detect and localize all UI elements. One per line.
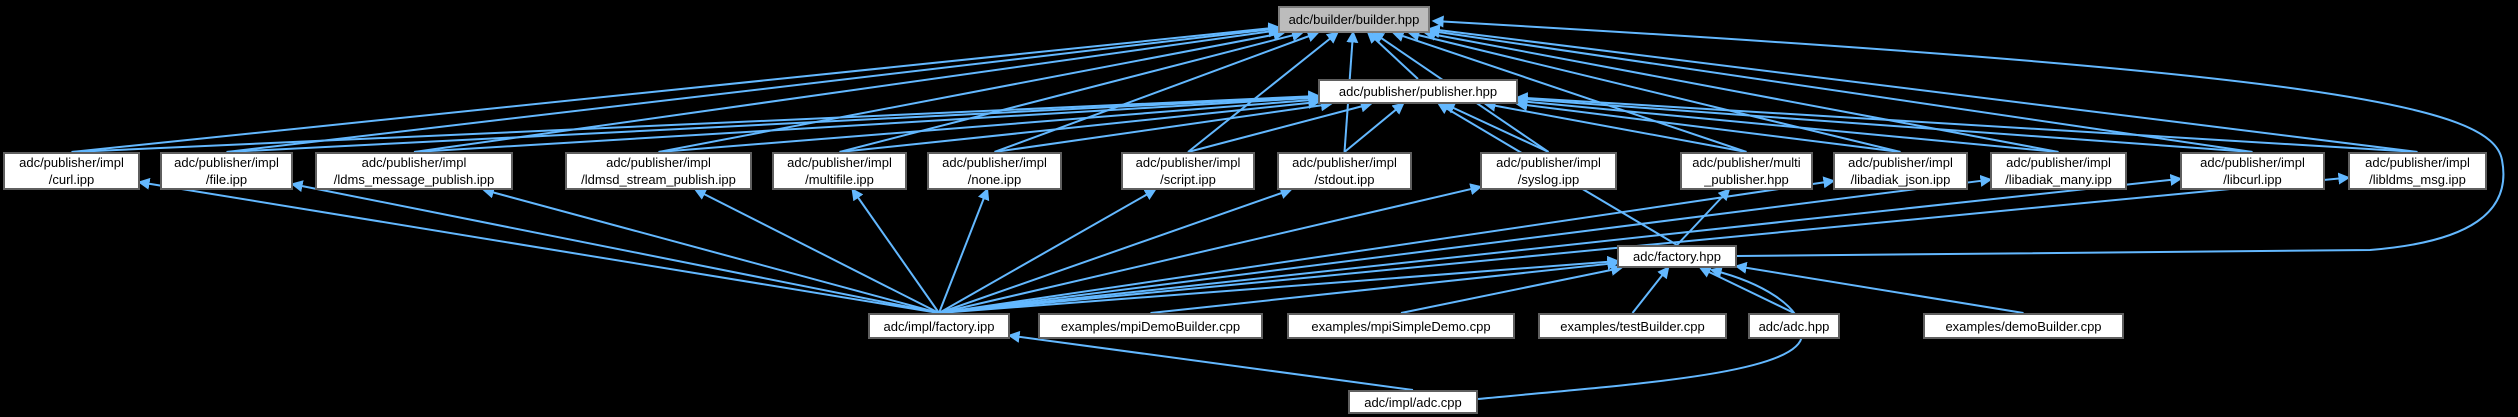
graph-edge-factory_ipp-ldms_message	[481, 186, 940, 314]
graph-node-builder[interactable]: adc/builder/builder.hpp	[1278, 6, 1430, 33]
graph-edge-testBuilder-factory_hpp	[1631, 266, 1670, 314]
graph-node-multifile[interactable]: adc/publisher/impl /multifile.ipp	[772, 152, 907, 190]
graph-node-factory_hpp[interactable]: adc/factory.hpp	[1617, 245, 1737, 268]
graph-node-multi_publisher[interactable]: adc/publisher/multi _publisher.hpp	[1680, 152, 1813, 190]
graph-edge-factory_ipp-libcurl	[938, 173, 2183, 314]
graph-edge-libadiak_many-publisher	[1515, 95, 2059, 153]
graph-node-curl[interactable]: adc/publisher/impl /curl.ipp	[3, 152, 140, 190]
graph-edge-ldms_message-builder	[413, 25, 1281, 153]
graph-edge-mpiDemoBuilder-factory_hpp	[1150, 257, 1620, 314]
graph-edge-factory_hpp-multi_publisher	[1676, 188, 1731, 246]
graph-node-libcurl[interactable]: adc/publisher/impl /libcurl.ipp	[2180, 152, 2325, 190]
graph-node-demoBuilder[interactable]: examples/demoBuilder.cpp	[1923, 313, 2124, 339]
graph-edge-factory_ipp-ldmsd_stream	[693, 188, 940, 314]
graph-edge-none-publisher	[994, 99, 1333, 153]
graph-edge-factory_ipp-multifile	[851, 188, 940, 314]
graph-edge-factory_ipp-stdout	[938, 187, 1293, 314]
graph-edge-factory_ipp-curl	[137, 177, 940, 314]
graph-edge-none-builder	[994, 30, 1320, 153]
graph-edge-libadiak_json-publisher	[1515, 99, 1901, 153]
graph-edge-file-builder	[226, 23, 1281, 153]
graph-edge-script-publisher	[1187, 100, 1373, 153]
graph-edge-ldms_message-publisher	[413, 92, 1321, 153]
graph-edge-publisher-builder	[1366, 31, 1419, 80]
graph-node-testBuilder[interactable]: examples/testBuilder.cpp	[1538, 313, 1727, 339]
graph-edge-factory_ipp-none	[938, 187, 990, 314]
graph-node-file[interactable]: adc/publisher/impl /file.ipp	[160, 152, 293, 190]
graph-edge-factory_hpp-builder	[1431, 15, 2505, 257]
graph-edge-libcurl-builder	[1427, 26, 2253, 153]
graph-node-mpiDemoBuilder[interactable]: examples/mpiDemoBuilder.cpp	[1038, 313, 1263, 339]
graph-edge-factory_ipp-libadiak_json	[938, 176, 1836, 314]
graph-edge-adc_cpp-factory_hpp	[1477, 266, 1804, 400]
graph-edge-mpiSimpleDemo-factory_hpp	[1400, 264, 1624, 314]
graph-edge-libcurl-publisher	[1515, 93, 2253, 153]
graph-node-libldms_msg[interactable]: adc/publisher/impl /libldms_msg.ipp	[2348, 152, 2487, 190]
graph-edge-multi_publisher-publisher	[1483, 99, 1747, 153]
graph-edge-factory_ipp-factory_hpp	[938, 255, 1620, 314]
graph-edge-libadiak_json-builder	[1407, 29, 1901, 153]
graph-node-factory_ipp[interactable]: adc/impl/factory.ipp	[868, 313, 1010, 339]
graph-edge-script-builder	[1187, 31, 1339, 153]
graph-edge-ldmsd_stream-builder	[658, 28, 1286, 153]
graph-node-publisher[interactable]: adc/publisher/publisher.hpp	[1318, 79, 1518, 104]
graph-edge-factory_ipp-syslog	[938, 183, 1483, 314]
graph-edge-factory_ipp-file	[290, 180, 940, 314]
graph-edge-multi_publisher-builder	[1391, 30, 1747, 153]
graph-node-stdout[interactable]: adc/publisher/impl /stdout.ipp	[1277, 152, 1412, 190]
graph-edge-adc_hpp-factory_hpp	[1698, 266, 1795, 314]
graph-node-libadiak_json[interactable]: adc/publisher/impl /libadiak_json.ipp	[1833, 152, 1968, 190]
graph-node-syslog[interactable]: adc/publisher/impl /syslog.ipp	[1480, 152, 1617, 190]
graph-edge-multifile-publisher	[839, 96, 1321, 153]
graph-edge-libadiak_many-builder	[1423, 28, 2059, 153]
graph-node-adc_hpp[interactable]: adc/adc.hpp	[1748, 313, 1840, 339]
graph-node-mpiSimpleDemo[interactable]: examples/mpiSimpleDemo.cpp	[1287, 313, 1515, 339]
graph-node-adc_cpp[interactable]: adc/impl/adc.cpp	[1348, 390, 1478, 414]
graph-edge-curl-builder	[71, 22, 1281, 153]
graph-node-none[interactable]: adc/publisher/impl /none.ipp	[927, 152, 1062, 190]
graph-edge-ldmsd_stream-publisher	[658, 94, 1321, 153]
graph-edge-stdout-publisher	[1343, 102, 1405, 153]
graph-node-libadiak_many[interactable]: adc/publisher/impl /libadiak_many.ipp	[1990, 152, 2127, 190]
graph-node-script[interactable]: adc/publisher/impl /script.ipp	[1121, 152, 1255, 190]
graph-node-ldmsd_stream[interactable]: adc/publisher/impl /ldmsd_stream_publish…	[565, 152, 752, 190]
graph-edge-libldms_msg-builder	[1427, 24, 2418, 153]
graph-node-ldms_message[interactable]: adc/publisher/impl /ldms_message_publish…	[315, 152, 513, 190]
graph-edge-factory_ipp-libadiak_many	[938, 174, 1993, 314]
graph-edge-factory_ipp-script	[938, 188, 1157, 314]
graph-edge-curl-publisher	[71, 90, 1321, 153]
graph-edge-syslog-publisher	[1442, 102, 1549, 153]
graph-edge-file-publisher	[226, 91, 1321, 153]
graph-edge-libldms_msg-publisher	[1515, 92, 2418, 153]
graph-edge-multifile-builder	[839, 29, 1304, 153]
graph-edge-adc_cpp-factory_ipp	[1007, 330, 1414, 391]
graph-edge-demoBuilder-factory_hpp	[1734, 261, 2024, 314]
